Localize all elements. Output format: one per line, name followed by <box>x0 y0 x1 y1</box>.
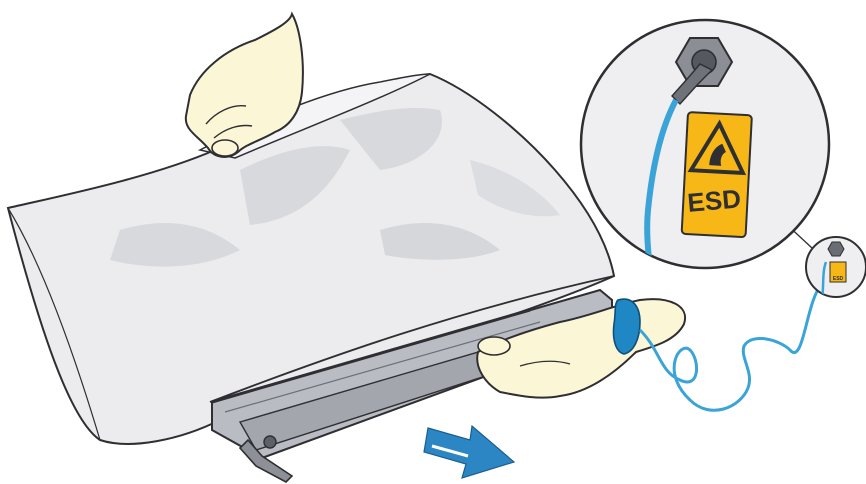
ground-cable <box>638 282 824 412</box>
small-esd-sign <box>829 261 847 283</box>
esd-ground-detail-magnified: ESD <box>579 18 831 270</box>
ejector-screw <box>263 435 277 449</box>
bag-shadow-1 <box>240 146 350 225</box>
esd-triangle <box>687 119 747 176</box>
wrist-strap-band <box>612 298 641 355</box>
bag-fold-line <box>7 207 101 441</box>
bag-shadow-5 <box>470 160 560 217</box>
bag-shadow-2 <box>340 108 442 170</box>
board-rail <box>211 308 531 404</box>
small-ground-detail: ESD <box>783 221 866 298</box>
thumb <box>211 139 239 157</box>
ground-cable-magnified <box>644 98 679 268</box>
right-thumb <box>477 336 511 356</box>
bag-shadow-4 <box>380 222 500 260</box>
esd-warning-sign: ESD <box>680 111 753 238</box>
hand-pulling-board <box>476 298 687 399</box>
small-esd-label: ESD <box>833 276 844 282</box>
pull-direction-arrow <box>423 424 516 479</box>
hand-holding-bag <box>184 11 304 158</box>
cable-plug <box>671 63 714 106</box>
small-ground-nut <box>827 241 845 257</box>
bag-opening-edge <box>209 275 615 403</box>
esd-sign-label: ESD <box>686 183 742 218</box>
bag-shadow-3 <box>110 222 240 267</box>
esd-hand-symbol <box>709 143 726 166</box>
ejector-lever <box>238 438 294 483</box>
